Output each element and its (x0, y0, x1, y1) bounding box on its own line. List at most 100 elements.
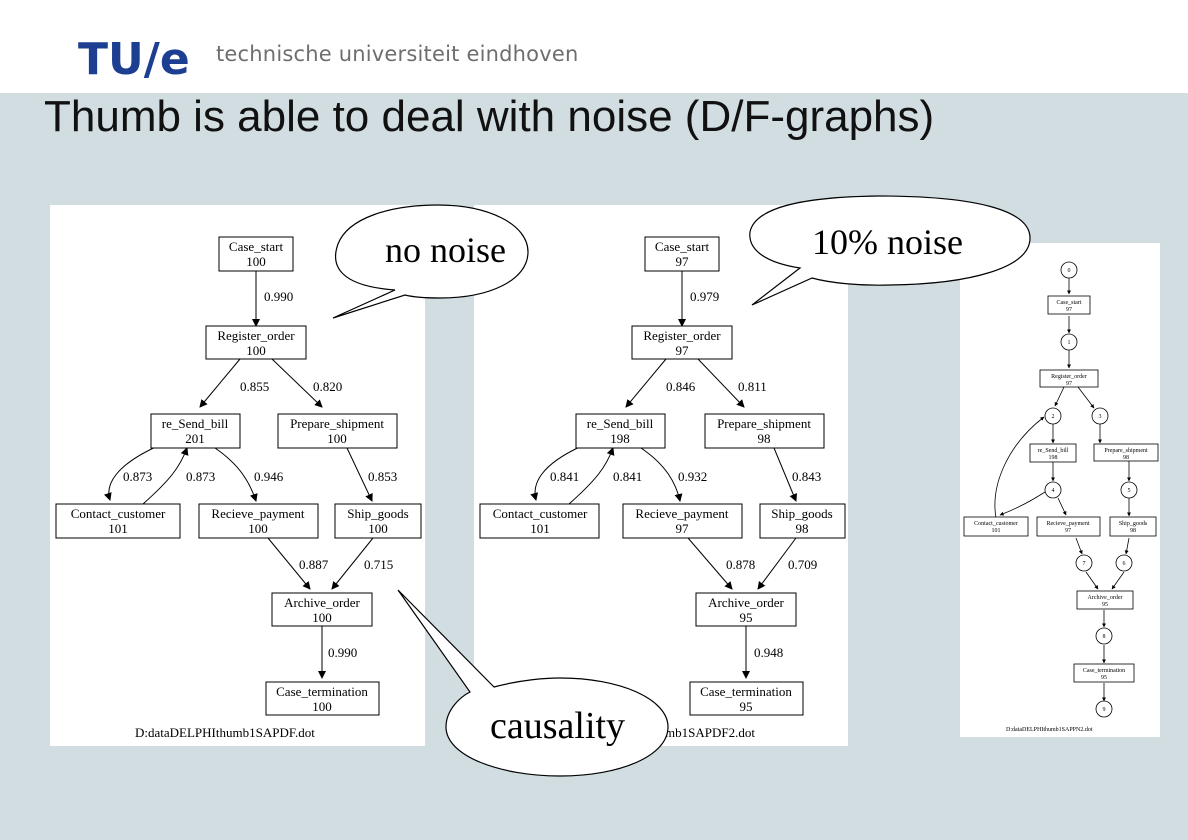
place-3 (1091, 407, 1109, 425)
node-prepare-shipment-name: Prepare_shipment (290, 416, 384, 431)
node-labels: Case_start 100 Register_order 100 re_Sen… (71, 239, 409, 714)
transition-label: re_Send_bill (1038, 448, 1069, 454)
label-resend-contact: 0.841 (550, 469, 579, 484)
df-graph-10-percent-noise: 0.979 0.846 0.811 0.841 0.841 0.932 0.84… (474, 205, 848, 746)
node-register-order-name: Register_order (217, 328, 295, 343)
place-7 (1075, 554, 1093, 572)
place-6 (1115, 554, 1133, 572)
node-register-order-count: 100 (246, 343, 266, 358)
transition-label: 97 (1066, 307, 1072, 313)
transition-label: 198 (1049, 455, 1058, 461)
edge-resend-contact (530, 444, 585, 501)
transition-label: Recieve_payment (1047, 521, 1090, 527)
arc (1057, 497, 1067, 516)
transition-register-order (1039, 369, 1099, 388)
node-register-order-box (205, 325, 307, 360)
transition-label: 97 (1065, 528, 1071, 534)
callout-noise-bubble (749, 195, 1031, 306)
node-prepare-shipment-count: 100 (327, 431, 347, 446)
node-contact-customer-name: Contact_customer (71, 506, 166, 521)
node-archive-order-box (271, 592, 373, 627)
arcs (994, 278, 1131, 702)
transition-case-termination (1073, 663, 1135, 683)
transition-label: 97 (1066, 381, 1072, 387)
edge-resend-recieve (640, 447, 683, 502)
node-contact-customer-name: Contact_customer (493, 506, 588, 521)
transition-prepare-shipment (1093, 443, 1159, 462)
arc (999, 491, 1046, 516)
place-1 (1060, 333, 1078, 351)
label-prepare-ship: 0.843 (792, 469, 821, 484)
edge-register-resend (199, 358, 241, 408)
node-contact-customer-count: 101 (108, 521, 128, 536)
label-start-register: 0.979 (690, 289, 719, 304)
node-prepare-shipment-count: 98 (758, 431, 771, 446)
node-register-order-count: 97 (676, 343, 690, 358)
node-case-termination-box (265, 681, 380, 716)
edge-prepare-ship (773, 447, 798, 502)
node-archive-order-count: 100 (312, 610, 332, 625)
node-resend-bill-count: 201 (185, 431, 205, 446)
edge-register-prepare (271, 358, 323, 408)
node-case-start-count: 97 (676, 254, 690, 269)
node-recieve-payment-name: Recieve_payment (211, 506, 305, 521)
node-prepare-shipment-box (704, 413, 825, 449)
node-case-start-count: 100 (246, 254, 266, 269)
edge-labels: 0.990 0.855 0.820 0.873 0.873 0.946 0.85… (123, 289, 397, 660)
label-resend-contact: 0.873 (123, 469, 152, 484)
label-ship-archive: 0.715 (364, 557, 393, 572)
slide-title: Thumb is able to deal with noise (D/F-gr… (44, 92, 935, 141)
label-resend-recieve: 0.932 (678, 469, 707, 484)
transition-label: Archive_order (1088, 595, 1123, 601)
edge-contact-resend (568, 447, 615, 505)
node-case-termination-count: 100 (312, 699, 332, 714)
label-contact-resend: 0.841 (613, 469, 642, 484)
df-graph-no-noise: 0.990 0.855 0.820 0.873 0.873 0.946 0.85… (50, 205, 425, 746)
node-prepare-shipment-name: Prepare_shipment (717, 416, 811, 431)
label-register-prepare: 0.811 (738, 379, 767, 394)
node-register-order-box (631, 325, 733, 360)
place-0 (1060, 261, 1078, 279)
node-case-start-name: Case_start (655, 239, 710, 254)
edge-ship-archive (331, 537, 374, 590)
arc (1075, 537, 1083, 555)
places (1044, 261, 1138, 718)
petri-filename: D:dataDELPHIthumb1SAPPN2.dot (1006, 727, 1093, 733)
header-band (0, 0, 1188, 93)
label-register-resend: 0.846 (666, 379, 696, 394)
transition-archive-order (1076, 590, 1134, 610)
callout-no-noise-bubble (332, 204, 529, 319)
place-label: 2 (1052, 414, 1055, 420)
place-label: 8 (1103, 634, 1106, 640)
node-boxes (55, 236, 422, 716)
label-recieve-archive: 0.887 (299, 557, 329, 572)
label-prepare-ship: 0.853 (368, 469, 397, 484)
place-labels: 0 1 2 3 4 5 7 6 8 9 (1052, 268, 1131, 713)
place-5 (1120, 481, 1138, 499)
node-recieve-payment-count: 97 (676, 521, 690, 536)
edge-resend-contact (103, 444, 161, 501)
place-label: 5 (1128, 488, 1131, 494)
node-contact-customer-box (55, 503, 181, 539)
node-case-termination-count: 95 (740, 699, 753, 714)
node-archive-order-name: Archive_order (708, 595, 784, 610)
edge-recieve-archive (267, 537, 311, 590)
node-archive-order-count: 95 (740, 610, 753, 625)
edge-contact-resend (142, 447, 189, 505)
place-label: 9 (1103, 707, 1106, 713)
node-ship-goods-count: 100 (368, 521, 388, 536)
transition-label: Ship_goods (1119, 521, 1148, 527)
place-label: 0 (1068, 268, 1071, 274)
transition-label: Contact_customer (974, 521, 1018, 527)
node-recieve-payment-box (622, 503, 743, 539)
arc (1111, 571, 1125, 590)
label-recieve-archive: 0.878 (726, 557, 755, 572)
place-4 (1044, 481, 1062, 499)
node-boxes (479, 236, 846, 716)
node-ship-goods-box (759, 503, 846, 539)
node-resend-bill-box (150, 413, 241, 449)
callout-noise-text: 10% noise (812, 222, 963, 262)
arc (1124, 537, 1130, 555)
transition-label: Prepare_shipment (1104, 448, 1148, 454)
label-resend-recieve: 0.946 (254, 469, 284, 484)
